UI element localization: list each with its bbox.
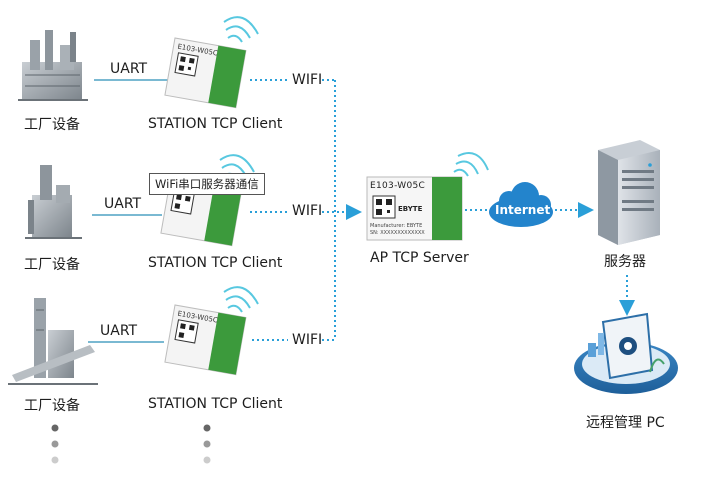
callout-label: WiFi串口服务器通信 (149, 173, 265, 195)
station-label: STATION TCP Client (148, 255, 283, 271)
ap-module-manufacturer: Manufacturer: EBYTE (370, 223, 423, 229)
station-module-icon: E103-W05C (164, 304, 247, 376)
station-label: STATION TCP Client (148, 116, 283, 132)
ap-module-title: E103-W05C (370, 181, 426, 191)
wifi-label: WIFI (292, 72, 323, 88)
device-label: 工厂设备 (24, 117, 80, 133)
internet-label: Internet (495, 203, 551, 217)
factory-equipment-icon (18, 30, 88, 101)
wifi-signal-icon (223, 286, 259, 313)
remote-pc-icon (574, 312, 678, 394)
uart-label: UART (100, 323, 138, 339)
wifi-signal-icon (453, 152, 489, 177)
uart-label: UART (104, 196, 142, 212)
device-label: 工厂设备 (24, 398, 80, 414)
more-stations-dots (203, 424, 211, 464)
station-module-icon: E103-W05C (164, 37, 247, 109)
more-devices-dots (51, 424, 59, 464)
ap-module-icon (366, 176, 463, 241)
wifi-label: WIFI (292, 203, 323, 219)
wifi-label: WIFI (292, 332, 323, 348)
device-label: 工厂设备 (24, 257, 80, 273)
wifi-signal-icon (223, 16, 259, 43)
factory-equipment-icon (25, 165, 82, 239)
server-icon (598, 140, 660, 245)
internet-cloud-icon (489, 182, 553, 227)
server-label: 服务器 (604, 254, 646, 270)
uart-label: UART (110, 61, 148, 77)
ap-label: AP TCP Server (370, 250, 469, 266)
station-label: STATION TCP Client (148, 396, 283, 412)
ap-module-brand: EBYTE (398, 205, 423, 213)
factory-equipment-icon (8, 298, 98, 385)
ap-module-sn: SN: XXXXXXXXXXXXX (370, 230, 425, 236)
remote-pc-label: 远程管理 PC (586, 415, 665, 431)
